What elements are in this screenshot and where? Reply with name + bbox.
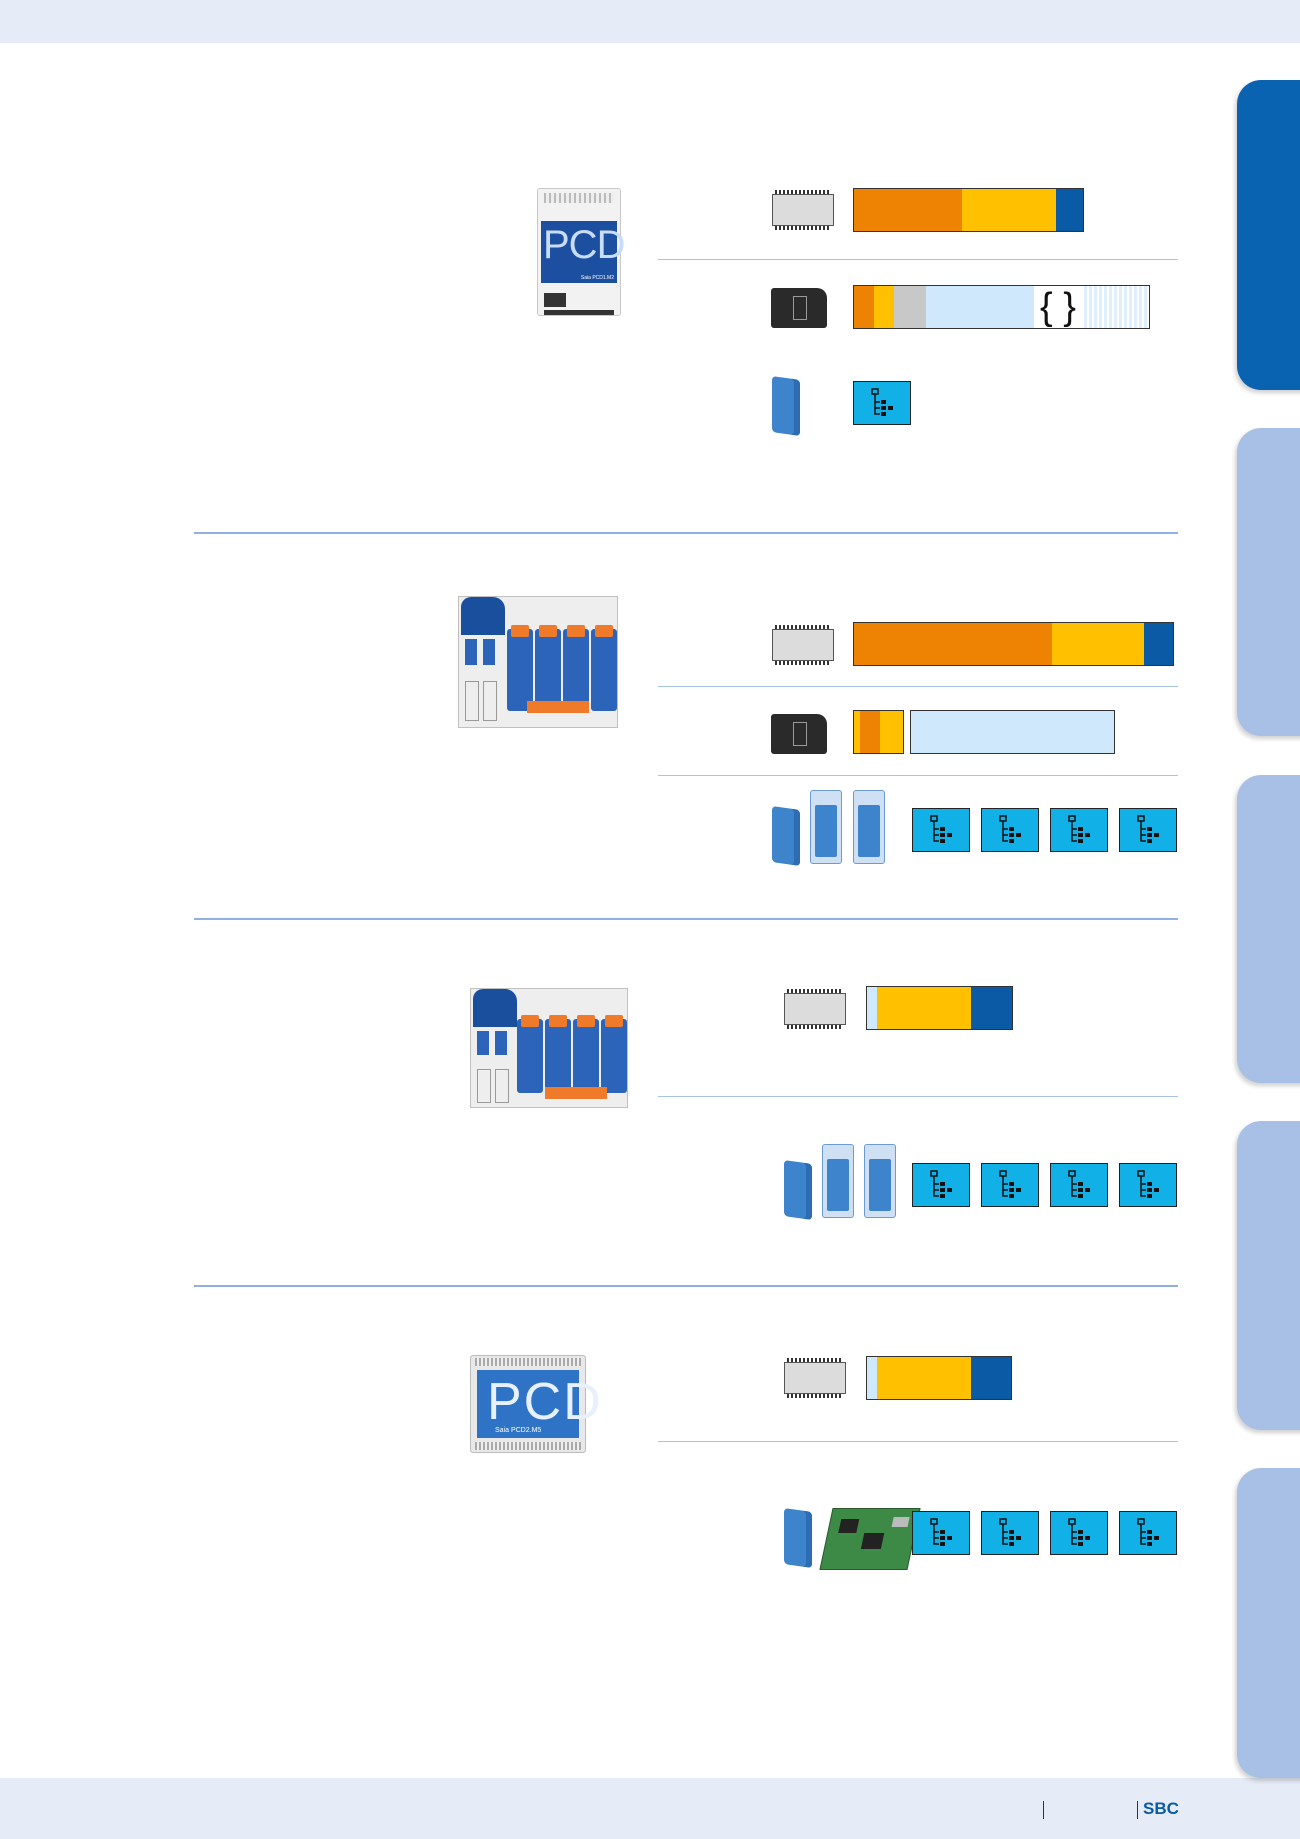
memory-chip-icon — [784, 989, 846, 1029]
side-tab-3[interactable] — [1237, 775, 1300, 1083]
memory-bar — [866, 986, 1013, 1030]
network-topology-icon — [981, 1163, 1039, 1207]
brand-logo-text: SBC — [1143, 1799, 1179, 1818]
section-divider — [194, 1285, 1178, 1287]
network-topology-icon — [912, 1163, 970, 1207]
network-topology-icon — [981, 808, 1039, 852]
storage-bar — [853, 285, 1150, 329]
memory-bar — [853, 188, 1084, 232]
microsd-card-icon — [771, 714, 827, 754]
section-divider — [194, 918, 1178, 920]
section-divider — [194, 532, 1178, 534]
io-slot-module-icon — [784, 1160, 812, 1220]
network-topology-icon — [1119, 1511, 1177, 1555]
memory-bar — [853, 622, 1174, 666]
io-module-icon — [864, 1144, 896, 1218]
memory-chip-icon — [772, 190, 834, 230]
side-tab-1[interactable] — [1237, 80, 1300, 390]
network-topology-icon — [1050, 1163, 1108, 1207]
side-tab-2[interactable] — [1237, 428, 1300, 736]
interface-board-icon — [819, 1508, 921, 1570]
network-topology-icon — [1119, 1163, 1177, 1207]
io-slot-module-icon — [784, 1508, 812, 1568]
microsd-card-icon — [771, 288, 827, 328]
divider — [658, 1441, 1178, 1442]
top-band — [0, 0, 1300, 43]
footer-separator — [1137, 1801, 1138, 1819]
pcd-rack-controller-image — [458, 596, 618, 728]
brace-icon: { } — [1040, 286, 1076, 328]
io-module-icon — [810, 790, 842, 864]
network-topology-icon — [1050, 808, 1108, 852]
divider — [658, 686, 1178, 687]
storage-bar-card — [910, 710, 1115, 754]
io-slot-module-icon — [772, 376, 800, 436]
io-slot-module-icon — [772, 806, 800, 866]
io-module-icon — [853, 790, 885, 864]
memory-chip-icon — [772, 625, 834, 665]
divider — [658, 1096, 1178, 1097]
pcd-rack-controller-image — [470, 988, 628, 1108]
io-module-icon — [822, 1144, 854, 1218]
side-tab-4[interactable] — [1237, 1121, 1300, 1430]
network-topology-icon — [981, 1511, 1039, 1555]
memory-chip-icon — [784, 1358, 846, 1398]
network-topology-icon — [1119, 808, 1177, 852]
side-tab-5[interactable] — [1237, 1468, 1300, 1778]
memory-bar — [866, 1356, 1012, 1400]
network-topology-icon — [912, 1511, 970, 1555]
storage-bar-internal — [853, 710, 904, 754]
footer-separator — [1043, 1801, 1044, 1819]
footer-band: SBC — [0, 1778, 1300, 1839]
divider — [658, 259, 1178, 260]
network-topology-icon — [912, 808, 970, 852]
network-topology-icon — [1050, 1511, 1108, 1555]
divider — [658, 775, 1178, 776]
network-topology-icon — [853, 381, 911, 425]
